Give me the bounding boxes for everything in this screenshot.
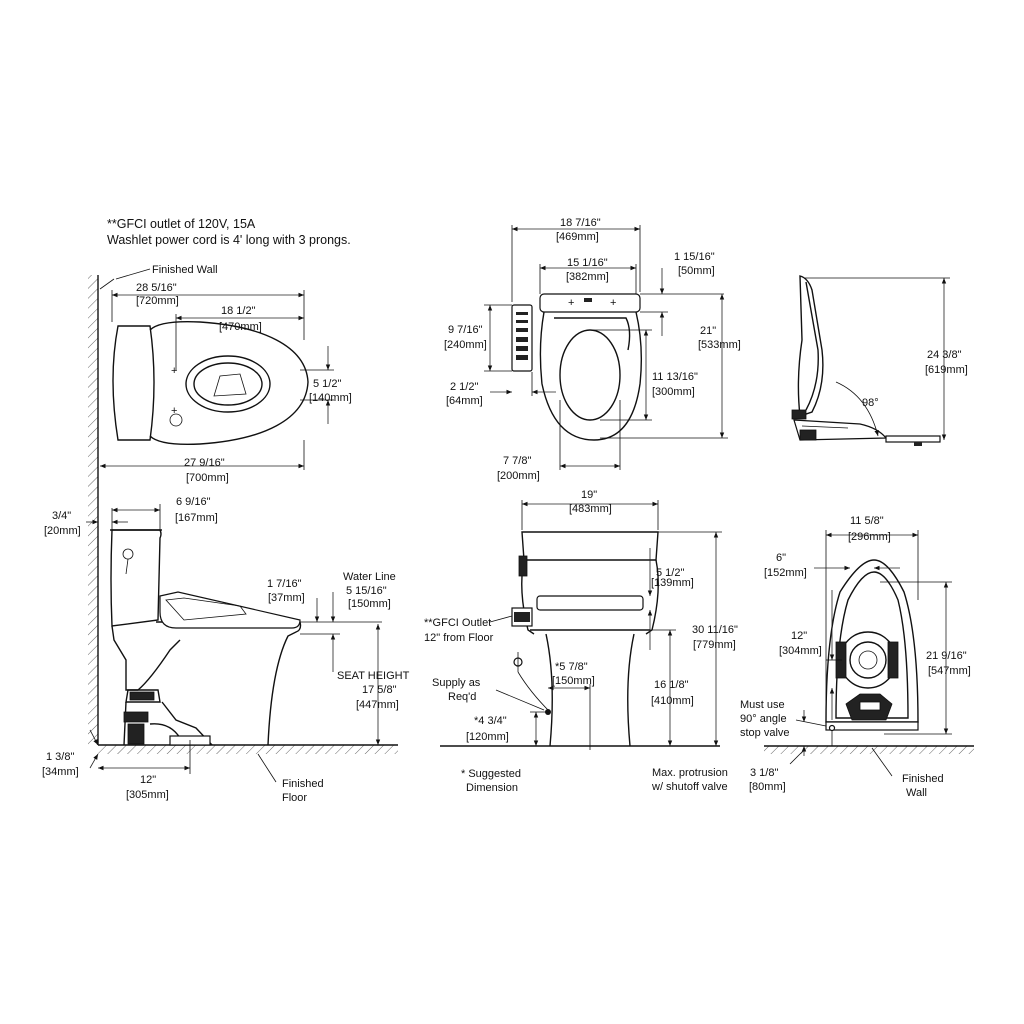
right-floor: [764, 745, 974, 754]
top-bowl-in: 18 1/2": [221, 305, 256, 317]
must-use-label-1: Must use: [740, 699, 785, 711]
water-line-height-mm: [150mm]: [348, 598, 391, 610]
seat-angle-label: 98°: [862, 397, 879, 409]
base-center-mm: [152mm]: [764, 567, 807, 579]
seat-width-mm: [469mm]: [556, 231, 599, 243]
front-width-in: 19": [581, 489, 597, 501]
base-width-mm: [296mm]: [848, 531, 891, 543]
seat-inner-mm: [382mm]: [566, 271, 609, 283]
seat-length-mm: [533mm]: [698, 339, 741, 351]
remote-width-mm: [64mm]: [446, 395, 483, 407]
tank-depth-mm: [167mm]: [175, 512, 218, 524]
supply-offset-mm: [150mm]: [552, 675, 595, 687]
front-bowl-height-in: 16 1/8": [654, 679, 689, 691]
base-length-mm: [547mm]: [928, 665, 971, 677]
supply-height-in: *4 3/4": [474, 715, 507, 727]
side-view-toilet: [110, 529, 302, 746]
floor-offset-in: 1 3/8": [46, 751, 74, 763]
seat-opening-length-mm: [300mm]: [652, 386, 695, 398]
rough-in-mm: [305mm]: [126, 789, 169, 801]
seat-side-height-in: 24 3/8": [927, 349, 962, 361]
base-width-in: 11 5/8": [850, 515, 884, 527]
base-offset-mm: [80mm]: [749, 781, 786, 793]
front-bowl-height-mm: [410mm]: [651, 695, 694, 707]
rough-in-in: 12": [140, 774, 156, 786]
max-protrusion-label-2: w/ shutoff valve: [651, 781, 728, 793]
water-line-offset-mm: [37mm]: [268, 592, 305, 604]
base-footprint: [825, 559, 919, 731]
seat-opening-width-in: 7 7/8": [503, 455, 531, 467]
supply-offset-in: *5 7/8": [555, 661, 588, 673]
base-rough-mm: [304mm]: [779, 645, 822, 657]
supply-height-mm: [120mm]: [466, 731, 509, 743]
finished-floor-label-2: Floor: [282, 792, 307, 804]
gfci-note-line2: Washlet power cord is 4' long with 3 pro…: [107, 233, 351, 247]
remote-width-in: 2 1/2": [450, 381, 478, 393]
seat-hinge-mm: [50mm]: [678, 265, 715, 277]
remote-height-in: 9 7/16": [448, 324, 483, 336]
seat-side-height-mm: [619mm]: [925, 364, 968, 376]
finished-floor-label-1: Finished: [282, 778, 324, 790]
left-wall: [88, 275, 99, 745]
remote-height-mm: [240mm]: [444, 339, 487, 351]
finished-wall-right-label-2: Wall: [906, 787, 927, 799]
supply-valve: [513, 652, 551, 715]
seat-side-view: [791, 275, 941, 446]
front-width-mm: [483mm]: [569, 503, 612, 515]
gfci-outlet-label-2: 12" from Floor: [424, 632, 494, 644]
top-bowl-mm: [470mm]: [219, 321, 262, 333]
left-floor: [98, 744, 398, 754]
supply-label-2: Req'd: [448, 691, 476, 703]
seat-height-in: 17 5/8": [362, 684, 397, 696]
must-use-label-3: stop valve: [740, 727, 790, 739]
front-view-toilet: [511, 531, 659, 747]
wall-gap-mm: [20mm]: [44, 525, 81, 537]
seat-height-mm: [447mm]: [356, 699, 399, 711]
seat-hinge-in: 1 15/16": [674, 251, 715, 263]
top-length-mm: [720mm]: [136, 295, 179, 307]
finished-wall-label: Finished Wall: [152, 264, 218, 276]
front-height-mm: [779mm]: [693, 639, 736, 651]
top-view-toilet: + +: [112, 320, 309, 446]
seat-width-in: 18 7/16": [560, 217, 601, 229]
svg-text:+: +: [171, 405, 177, 417]
water-line-offset-in: 1 7/16": [267, 578, 302, 590]
svg-text:+: +: [568, 297, 574, 309]
water-line-label: Water Line: [343, 571, 396, 583]
top-depth-in: 27 9/16": [184, 457, 225, 469]
svg-text:+: +: [171, 365, 177, 377]
base-rough-in: 12": [791, 630, 807, 642]
suggested-label-2: Dimension: [466, 782, 518, 794]
seat-inner-in: 15 1/16": [567, 257, 608, 269]
water-line-height-in: 5 15/16": [346, 585, 387, 597]
top-width-mm: [140mm]: [309, 392, 352, 404]
base-offset-in: 3 1/8": [750, 767, 778, 779]
front-lid-in: 5 1/2": [656, 567, 684, 579]
seat-height-label: SEAT HEIGHT: [337, 670, 410, 682]
seat-top-view: + +: [511, 293, 643, 441]
seat-opening-length-in: 11 13/16": [652, 371, 698, 383]
tank-depth-in: 6 9/16": [176, 496, 211, 508]
base-length-in: 21 9/16": [926, 650, 967, 662]
seat-opening-width-mm: [200mm]: [497, 470, 540, 482]
front-lid-mm: [139mm]: [651, 577, 694, 589]
seat-length-in: 21": [700, 325, 716, 337]
finished-wall-right-label-1: Finished: [902, 773, 944, 785]
gfci-outlet-label-1: **GFCI Outlet: [424, 617, 491, 629]
floor-offset-mm: [34mm]: [42, 766, 79, 778]
must-use-label-2: 90° angle: [740, 713, 787, 725]
base-center-in: 6": [776, 552, 786, 564]
gfci-note-line1: **GFCI outlet of 120V, 15A: [107, 217, 256, 231]
front-height-in: 30 11/16": [692, 624, 738, 636]
max-protrusion-label-1: Max. protrusion: [652, 767, 728, 779]
svg-text:+: +: [610, 297, 616, 309]
supply-label-1: Supply as: [432, 677, 481, 689]
top-length-in: 28 5/16": [136, 282, 177, 294]
top-depth-mm: [700mm]: [186, 472, 229, 484]
suggested-label-1: * Suggested: [461, 768, 521, 780]
top-width-in: 5 1/2": [313, 378, 341, 390]
wall-gap-in: 3/4": [52, 510, 71, 522]
